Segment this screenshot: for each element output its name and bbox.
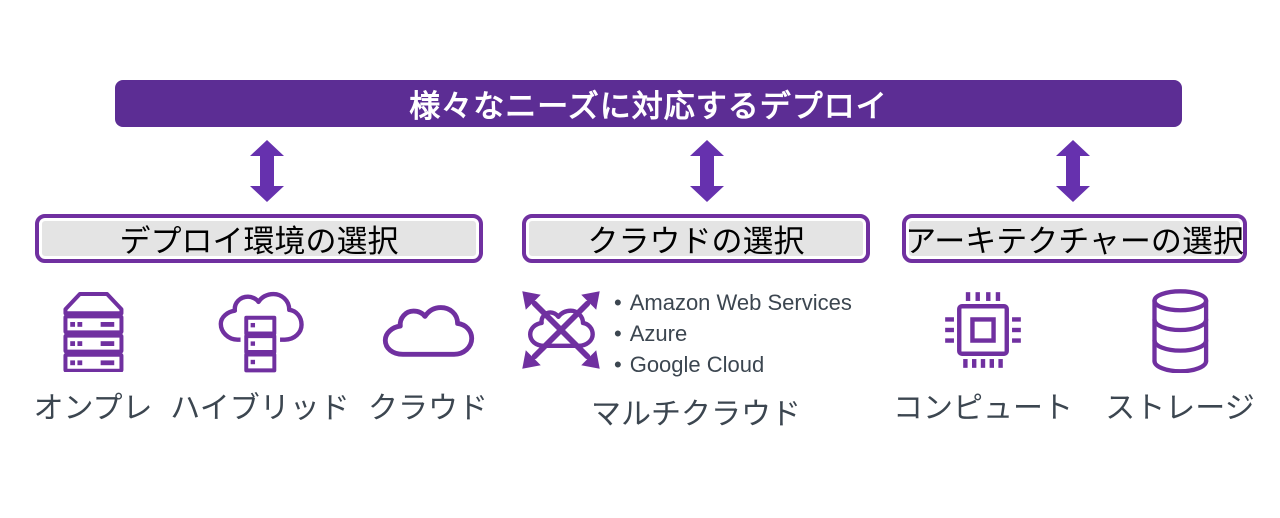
header-box-label: アーキテクチャーの選択 — [905, 224, 1244, 259]
option-label: クラウド — [368, 392, 488, 425]
header-box-cloud-choice: クラウドの選択 — [522, 214, 870, 263]
multi-cloud-icon — [522, 291, 600, 369]
option-label: ストレージ — [1105, 392, 1255, 425]
header-box-deploy-environment: デプロイ環境の選択 — [35, 214, 483, 263]
option-storage: ストレージ — [1105, 286, 1255, 427]
banner-title-text: 様々なニーズに対応するデプロイ — [409, 89, 888, 124]
option-multicloud: • Amazon Web Services • Azure • Google C… — [516, 286, 876, 433]
provider-name: Azure — [629, 321, 688, 346]
cpu-icon — [945, 292, 1021, 368]
provider-name: Google Cloud — [629, 352, 765, 377]
up-down-arrow-icon — [690, 140, 724, 202]
header-box-label: クラウドの選択 — [587, 224, 805, 259]
list-item: • Azure — [614, 318, 852, 349]
header-box-label: デプロイ環境の選択 — [119, 224, 399, 259]
provider-name: Amazon Web Services — [629, 290, 852, 315]
bullet-marker: • — [614, 321, 622, 346]
hybrid-cloud-icon — [218, 291, 304, 373]
option-label: コンピュート — [893, 392, 1073, 425]
list-item: • Amazon Web Services — [614, 287, 852, 318]
option-label: オンプレ — [33, 392, 153, 425]
option-label: マルチクラウド — [591, 398, 801, 431]
server-icon — [62, 292, 123, 372]
option-compute: コンピュート — [893, 286, 1073, 427]
bullet-marker: • — [614, 290, 622, 315]
cloud-icon — [382, 304, 474, 357]
up-down-arrow-icon — [250, 140, 284, 202]
option-hybrid: ハイブリッド — [170, 286, 350, 427]
option-cloud: クラウド — [368, 286, 488, 427]
banner-title: 様々なニーズに対応するデプロイ — [115, 80, 1182, 127]
list-item: • Google Cloud — [614, 349, 852, 380]
header-box-architecture-choice: アーキテクチャーの選択 — [902, 214, 1247, 263]
cloud-provider-list: • Amazon Web Services • Azure • Google C… — [614, 286, 852, 380]
bullet-marker: • — [614, 352, 622, 377]
option-label: ハイブリッド — [170, 392, 350, 425]
database-icon — [1152, 289, 1208, 373]
option-onprem: オンプレ — [33, 286, 153, 427]
up-down-arrow-icon — [1056, 140, 1090, 202]
